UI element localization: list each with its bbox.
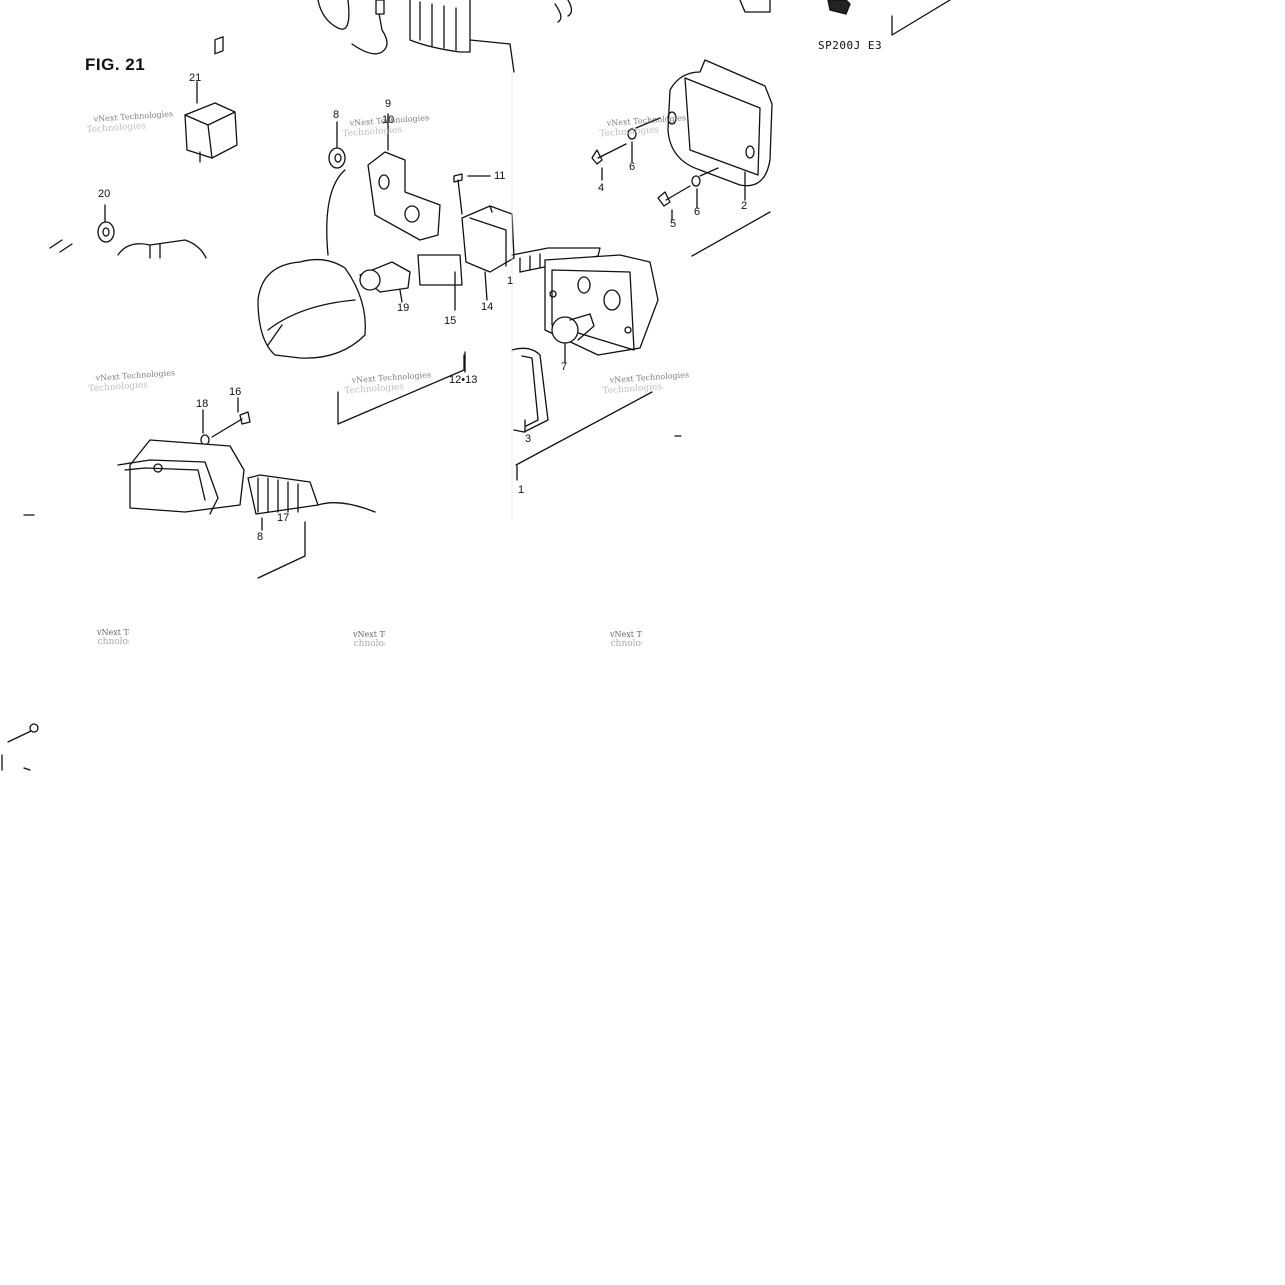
grommet-20-drawing bbox=[49, 204, 207, 259]
callout-6-lower: 6 bbox=[694, 206, 701, 218]
watermark-cropped: vNext TeTechnologies bbox=[610, 630, 642, 649]
front-assembly-bracket bbox=[337, 354, 465, 425]
callout-21: 21 bbox=[189, 72, 202, 84]
callout-8: 8 bbox=[333, 109, 340, 121]
top-wiring-fragment bbox=[317, 0, 771, 73]
callout-16: 16 bbox=[229, 386, 242, 398]
callout-1-lower: 1 bbox=[518, 484, 525, 496]
watermark-cropped: vNext TeTechnologies bbox=[353, 630, 385, 649]
rear-lamp-drawing bbox=[591, 59, 773, 257]
callout-2: 2 bbox=[741, 200, 748, 212]
callout-18: 18 bbox=[196, 398, 209, 410]
callout-8-lower: 8 bbox=[257, 531, 264, 543]
callout-12-13: 12•13 bbox=[449, 374, 478, 386]
callout-11: 11 bbox=[494, 170, 506, 182]
callout-15: 15 bbox=[444, 315, 457, 327]
front-signal-drawing bbox=[257, 205, 515, 373]
connector-fragment bbox=[827, 0, 951, 36]
callout-17: 17 bbox=[277, 512, 290, 524]
callout-5: 5 bbox=[670, 218, 677, 230]
bracket-drawing bbox=[326, 113, 441, 256]
lower-lamp-drawing bbox=[23, 397, 376, 579]
callout-9: 9 bbox=[385, 98, 392, 110]
screw-fragment-drawing bbox=[1, 723, 39, 771]
watermark-cropped: vNext TeTechnologies bbox=[97, 628, 129, 647]
callout-3: 3 bbox=[525, 433, 532, 445]
drawing-code: SP200J E3 bbox=[818, 39, 883, 52]
callout-14: 14 bbox=[481, 301, 494, 313]
callout-19: 19 bbox=[397, 302, 410, 314]
rear-signal-drawing bbox=[511, 247, 682, 481]
figure-title: FIG. 21 bbox=[85, 55, 146, 74]
callout-10: 10 bbox=[382, 114, 395, 126]
callout-1-upper: 1 bbox=[507, 275, 514, 287]
callout-6: 6 bbox=[629, 161, 636, 173]
callout-20: 20 bbox=[98, 188, 111, 200]
relay-21-drawing bbox=[184, 36, 238, 163]
callout-4: 4 bbox=[598, 182, 605, 194]
callout-7: 7 bbox=[561, 361, 568, 373]
screw-11-drawing bbox=[453, 173, 491, 215]
